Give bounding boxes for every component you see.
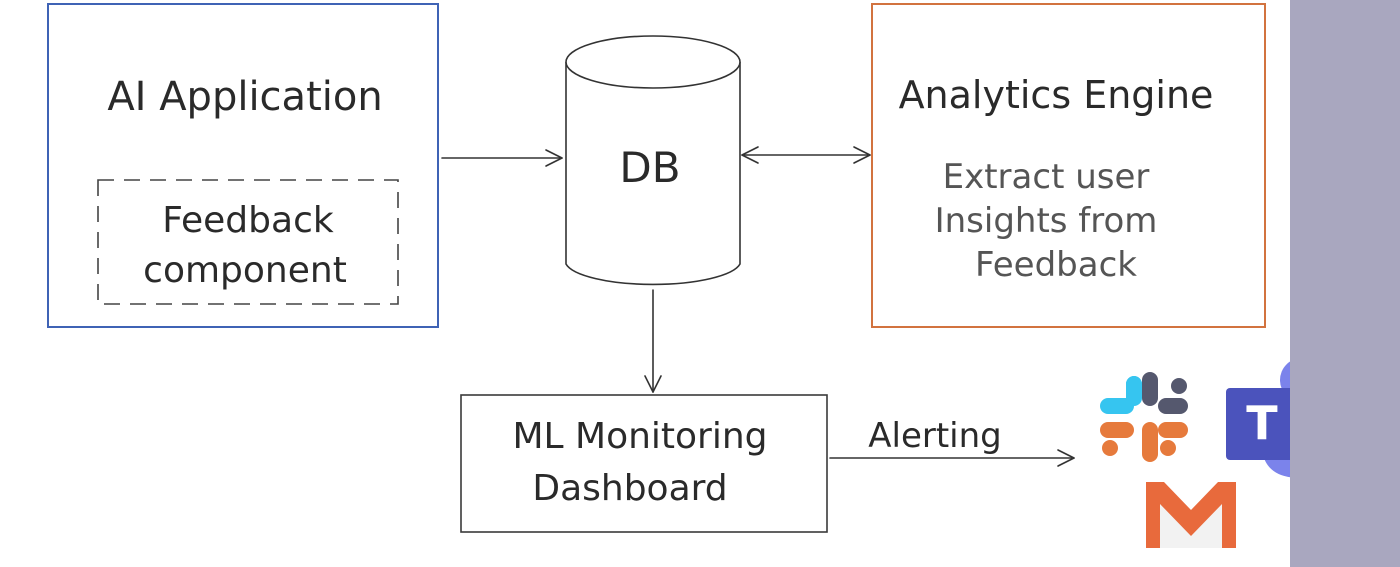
- db-cylinder-body: [565, 62, 741, 286]
- ml-monitoring-dashboard-box: ML Monitoring Dashboard: [460, 394, 828, 533]
- analytics-engine-line2: Insights from: [935, 201, 1158, 241]
- analytics-engine-border: [871, 3, 1266, 328]
- ai-application-border: [47, 3, 439, 328]
- analytics-engine-line1: Extract user: [943, 157, 1150, 197]
- ml-monitoring-line2: Dashboard: [532, 468, 727, 509]
- ml-monitoring-line1: ML Monitoring: [512, 416, 767, 457]
- db-cylinder: DB: [565, 35, 741, 286]
- analytics-engine-title: Analytics Engine: [899, 73, 1214, 117]
- gmail-icon: M: [0, 0, 1236, 548]
- feedback-component-box: Feedback component: [97, 179, 399, 305]
- teams-letter: T: [1246, 396, 1278, 450]
- slack-icon: [1100, 372, 1188, 462]
- feedback-component-line2: component: [143, 250, 347, 291]
- architecture-diagram: AI Application Feedback component DB Ana…: [0, 0, 1290, 548]
- ml-monitoring-border: [460, 394, 828, 533]
- gmail-letter: M: [0, 0, 1, 1]
- db-label: DB: [619, 143, 680, 192]
- ai-application-title: AI Application: [107, 74, 382, 120]
- alerting-label: Alerting: [868, 416, 1002, 456]
- sidebar-strip: [1290, 0, 1400, 567]
- analytics-engine-box: Analytics Engine Extract user Insights f…: [871, 3, 1266, 328]
- ai-application-box: AI Application Feedback component: [47, 3, 439, 328]
- alerting-arrow: Alerting: [829, 416, 1075, 467]
- db-cylinder-top: [565, 35, 741, 89]
- teams-icon: T: [1226, 361, 1290, 478]
- feedback-component-border: [97, 179, 399, 305]
- analytics-engine-line3: Feedback: [975, 245, 1137, 285]
- feedback-component-line1: Feedback: [162, 200, 334, 241]
